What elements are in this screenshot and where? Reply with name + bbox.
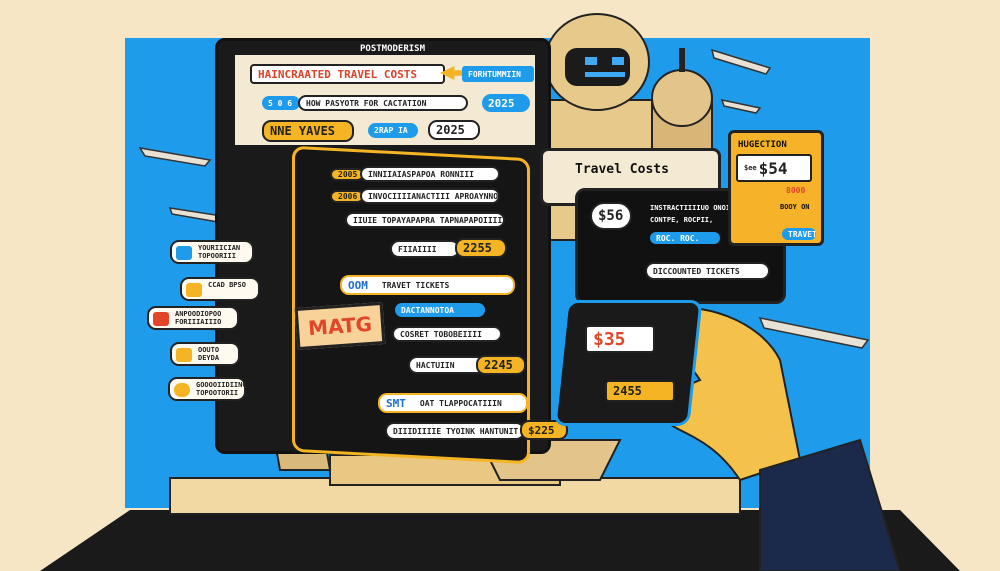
desc-line-2: CONTPE, ROCPII, bbox=[650, 216, 714, 224]
side-tag-4[interactable]: OOUTO DEYDA bbox=[170, 342, 240, 366]
finance-label: FIIAIIII bbox=[390, 240, 460, 258]
list-item-badge-1: 2005 bbox=[330, 168, 364, 181]
side-tag-5-label: GOOOOIIDIING TOPOOTORII bbox=[196, 381, 247, 397]
smt-text: OAT TLAPPOCATIIIN bbox=[419, 398, 502, 408]
action-value: 2245 bbox=[476, 355, 526, 375]
right-panel-title: Travel Costs bbox=[575, 162, 669, 177]
header-title: HAINCRAATED TRAVEL COSTS bbox=[250, 64, 445, 84]
suitcase-icon bbox=[153, 312, 169, 326]
tablet bbox=[553, 300, 703, 426]
suggestion-sub: 8000 bbox=[786, 186, 806, 195]
tickets-prefix: OOM bbox=[348, 278, 368, 292]
side-tag-3-label: ANPOODIOPOO FORIIIAIIIO bbox=[175, 310, 222, 326]
tickets-label: TRAVET TICKETS bbox=[381, 280, 450, 290]
suggestion-sign bbox=[728, 130, 824, 246]
search-year-badge: 2025 bbox=[482, 94, 530, 112]
top-row-chip[interactable]: 2RAP IA bbox=[368, 123, 418, 138]
coin-icon bbox=[174, 383, 190, 397]
bottom-value: $225 bbox=[520, 420, 568, 440]
tickets-row[interactable]: OOM TRAVET TICKETS bbox=[340, 275, 515, 295]
discounted-tickets[interactable]: DICCOUNTED TICKETS bbox=[645, 262, 770, 280]
side-tag-2[interactable]: CCAD BPSO bbox=[180, 277, 260, 301]
list-item-1[interactable]: INNIIAIASPAPOA RONNIII bbox=[360, 166, 500, 182]
window-title: POSTMODERISM bbox=[360, 44, 426, 54]
blue-chip: ROC. ROC. bbox=[650, 232, 720, 244]
side-tag-5[interactable]: GOOOOIIDIING TOPOOTORII bbox=[168, 377, 247, 401]
smt-row[interactable]: SMT OAT TLAPPOCATIIIN bbox=[378, 393, 528, 413]
side-tag-1-label: YOURIICIAN TOPOORIII bbox=[198, 244, 241, 260]
suggestion-price: $54 bbox=[758, 158, 788, 178]
smt-prefix: SMT bbox=[386, 396, 406, 410]
folder-icon bbox=[176, 348, 192, 362]
sub-label: DACTANNOTOA bbox=[395, 303, 485, 317]
action-label: HACTUIIN bbox=[408, 356, 488, 374]
suggestion-price-box: $ee $54 bbox=[736, 154, 812, 182]
suggestion-title: HUGECTION bbox=[738, 140, 787, 150]
side-tag-4-label: OOUTO DEYDA bbox=[198, 346, 220, 362]
cost-label: COSRET TOBOBEIIII bbox=[392, 326, 502, 342]
suggestion-price-prefix: $ee bbox=[744, 164, 757, 172]
matg-sign: MATG bbox=[294, 301, 386, 351]
top-row-label: NNE YAVES bbox=[262, 120, 354, 142]
desc-line-1: INSTRACTIIIIUO ONOIA bbox=[650, 204, 735, 212]
price-badge: $56 bbox=[590, 202, 632, 230]
card-icon bbox=[186, 283, 202, 297]
tablet-value[interactable]: 2455 bbox=[605, 380, 675, 402]
suggestion-tag-2: TRAVET bbox=[782, 228, 816, 240]
search-input[interactable]: HOW PASYOTR FOR CACTATION bbox=[298, 95, 468, 111]
list-item-3[interactable]: IIUIE TOPAYAPAPRA TAPNAPAPOIIII bbox=[345, 212, 505, 228]
side-tag-2-label: CCAD BPSO bbox=[208, 281, 246, 289]
bottom-row[interactable]: DIIIDIIIIE TYOINK HANTUNIT bbox=[385, 422, 525, 440]
globe-icon bbox=[176, 246, 192, 260]
suggestion-tag-1: BOOY ON bbox=[780, 203, 810, 211]
side-tag-3[interactable]: ANPOODIOPOO FORIIIAIIIO bbox=[147, 306, 239, 330]
side-tag-1[interactable]: YOURIICIAN TOPOORIII bbox=[170, 240, 254, 264]
list-item-badge-2: 2006 bbox=[330, 190, 364, 203]
tablet-price: $35 bbox=[585, 325, 655, 353]
top-row-year: 2025 bbox=[428, 120, 480, 140]
header-tag: FORHTUMMIIN bbox=[462, 66, 534, 82]
search-badge: 5 0 6 bbox=[262, 96, 300, 110]
list-item-2[interactable]: INVOCIIIIANACTIII APROAYNNOOR bbox=[360, 188, 500, 204]
finance-value: 2255 bbox=[455, 238, 507, 258]
